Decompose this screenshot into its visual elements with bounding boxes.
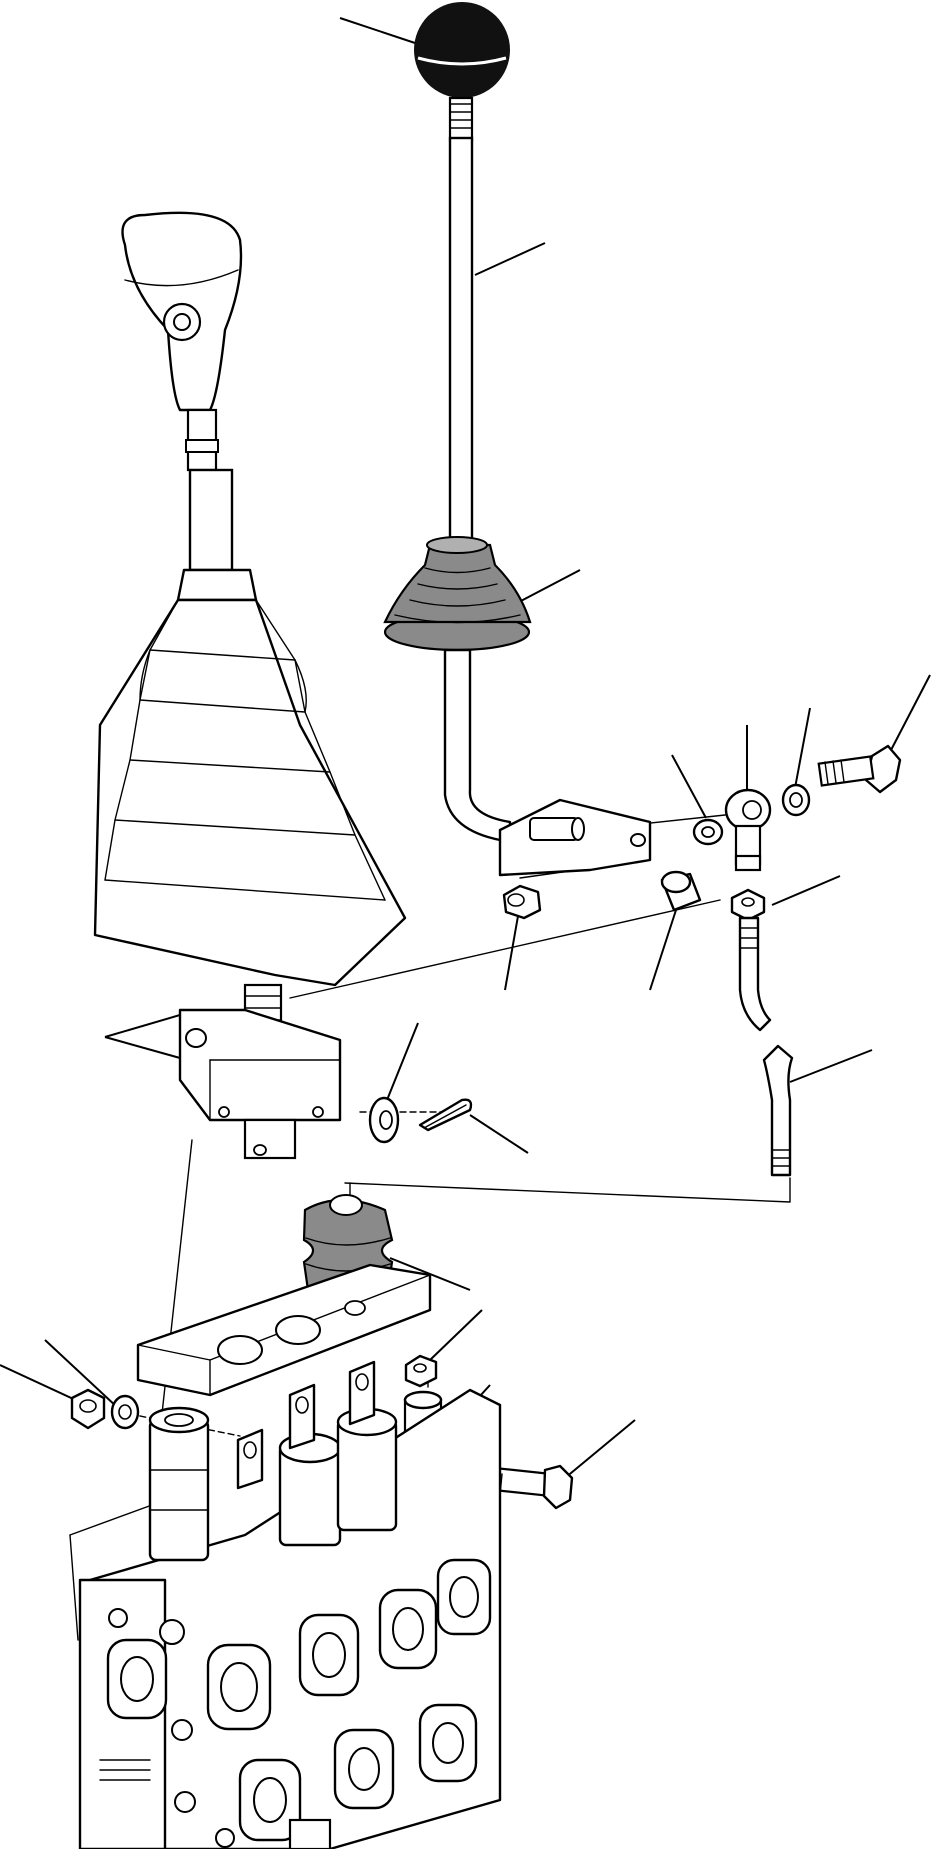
leader-washer-far-left <box>44 1339 119 1409</box>
leader-valve-nut-top <box>429 1309 483 1361</box>
leader-nut-left <box>504 915 519 991</box>
leader-bolt-top <box>889 674 931 753</box>
leader-bracket-b <box>104 1036 181 1059</box>
lever-lower-rod <box>443 648 512 842</box>
leader-bracket-a <box>104 1014 181 1038</box>
pin-washer <box>368 1096 400 1144</box>
leader-spacer <box>649 909 677 991</box>
leader-pin-washer <box>384 1022 419 1106</box>
leader-washer-left <box>671 754 707 819</box>
lever-fasteners <box>502 744 902 922</box>
washer-right <box>781 783 811 817</box>
handle-boot <box>93 598 407 987</box>
leader-nut-far-left <box>0 1364 83 1404</box>
valve-ports <box>106 1558 492 1842</box>
valve-plate <box>136 1263 432 1397</box>
lever-knob <box>414 2 510 98</box>
leader-split-pin <box>469 1114 529 1154</box>
ball-joint <box>724 788 772 872</box>
spacer <box>660 870 702 912</box>
bolt-top <box>817 744 902 794</box>
valve-nut-top <box>404 1354 438 1388</box>
control-handle <box>93 211 407 1160</box>
linkage-rod <box>738 916 794 1177</box>
split-pin <box>418 1098 473 1132</box>
leader-washer-right <box>794 707 811 789</box>
nut-left <box>502 884 542 920</box>
main-lever <box>383 2 652 877</box>
washer-left <box>692 818 724 846</box>
control-valve-body <box>78 1360 502 1849</box>
leader-valve-bolt <box>564 1419 636 1479</box>
nut-far-left <box>70 1388 106 1430</box>
leader-linkage-rod <box>789 1049 873 1083</box>
leader-lever-rod <box>474 242 546 276</box>
washer-far-left <box>110 1394 140 1430</box>
handle-bracket <box>178 1008 342 1122</box>
leader-locknut <box>771 875 841 906</box>
locknut <box>730 888 766 922</box>
lever-boot <box>383 536 532 652</box>
lever-rod <box>448 136 474 550</box>
